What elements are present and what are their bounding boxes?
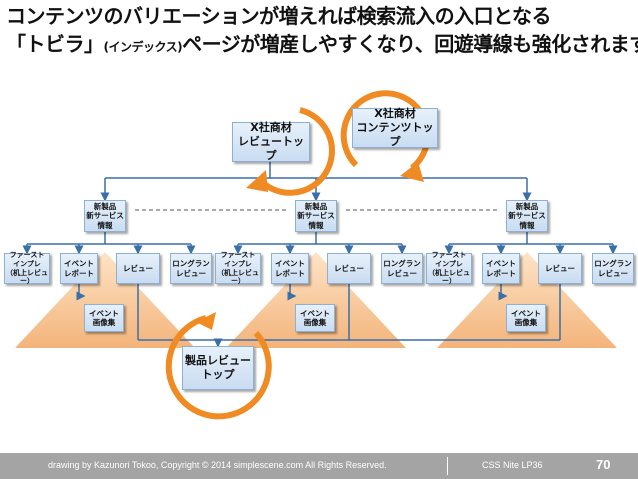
footer-event-name: CSS Nite LP36 <box>482 460 543 470</box>
x-review-top-box[interactable]: X社商材 レビュートップ <box>232 121 310 162</box>
group-1-first-impression-box[interactable]: ファースト インプレ （机上レビュー） <box>4 251 50 286</box>
connector-lines <box>22 162 618 348</box>
group-1-new-product-box[interactable]: 新製品 新サービス 情報 <box>84 200 126 232</box>
group-3-first-impression-box[interactable]: ファースト インプレ （机上レビュー） <box>426 251 472 286</box>
headline-line-2-rest: ページが増産しやすくなり、回遊導線も強化されます。 <box>182 32 638 56</box>
group-1-review-box[interactable]: レビュー <box>116 253 160 284</box>
footer-divider <box>447 457 448 475</box>
group-3-new-product-box[interactable]: 新製品 新サービス 情報 <box>506 200 548 232</box>
product-review-top-arrow-head <box>196 312 216 330</box>
review-top-arrow-head <box>246 170 268 192</box>
group-2-new-product-box[interactable]: 新製品 新サービス 情報 <box>295 200 337 232</box>
headline-line-2: 「トビラ」(インデックス)ページが増産しやすくなり、回遊導線も強化されます。 <box>6 32 638 59</box>
group-3-review-box[interactable]: レビュー <box>538 253 582 284</box>
group-1-event-report-box[interactable]: イベント レポート <box>60 253 98 284</box>
headline-line-1: コンテンツのバリエーションが増えれば検索流入の入口となる <box>6 4 552 28</box>
product-review-top-cycle-arrow <box>165 315 272 420</box>
x-contents-top-box[interactable]: X社商材 コンテンツトップ <box>352 107 438 148</box>
headline-line-2-small: (インデックス) <box>103 40 183 54</box>
group-2-event-photos-box[interactable]: イベント 画像集 <box>295 304 335 332</box>
footer-credit: drawing by Kazunori Tokoo, Copyright © 2… <box>48 460 387 470</box>
page-number: 70 <box>596 457 611 472</box>
review-top-cycle-arrow <box>255 107 335 196</box>
group-3-event-photos-box[interactable]: イベント 画像集 <box>506 304 546 332</box>
group-1-long-run-review-box[interactable]: ロングラン レビュー <box>170 253 212 284</box>
group-2-event-report-box[interactable]: イベント レポート <box>271 253 309 284</box>
group-2-first-impression-box[interactable]: ファースト インプレ （机上レビュー） <box>215 251 261 286</box>
group-2-long-run-review-box[interactable]: ロングラン レビュー <box>381 253 423 284</box>
group-1-triangle <box>15 252 195 348</box>
group-1-event-photos-box[interactable]: イベント 画像集 <box>84 304 124 332</box>
group-2-review-box[interactable]: レビュー <box>327 253 371 284</box>
group-2-triangle <box>226 252 406 348</box>
group-3-triangle <box>437 252 617 348</box>
diagram-canvas <box>15 90 618 420</box>
footer-bar: drawing by Kazunori Tokoo, Copyright © 2… <box>0 453 638 479</box>
headline-line-2-open: 「トビラ」 <box>6 32 104 56</box>
contents-top-arrow-head <box>400 162 424 182</box>
product-review-top-box[interactable]: 製品レビュー トップ <box>182 346 254 390</box>
circular-arrow-heads <box>196 162 424 330</box>
group-3-event-report-box[interactable]: イベント レポート <box>482 253 520 284</box>
group-3-long-run-review-box[interactable]: ロングラン レビュー <box>592 253 634 284</box>
